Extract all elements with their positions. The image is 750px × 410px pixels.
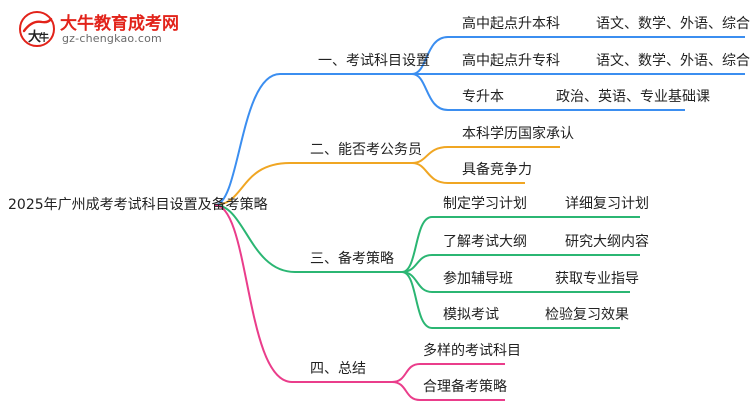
svg-text:牛: 牛 [39,31,49,44]
branch1-child3[interactable]: 专升本 [462,89,504,105]
connector-branch2-child2 [411,162,449,184]
branch2-child1[interactable]: 本科学历国家承认 [462,126,574,142]
connector-branch1-child3 [411,73,449,111]
branch4-child1[interactable]: 多样的考试科目 [423,343,521,359]
branch3-child2[interactable]: 了解考试大纲 [443,234,527,250]
branch-node-4[interactable]: 四、总结 [310,361,366,377]
branch3-child4[interactable]: 模拟考试 [443,307,499,323]
branch1-child3-detail[interactable]: 政治、英语、专业基础课 [556,89,710,105]
branch-node-2[interactable]: 二、能否考公务员 [310,142,422,158]
branch3-child3-detail[interactable]: 获取专业指导 [555,271,639,287]
site-logo[interactable]: 大 牛 大牛教育成考网 gz-chengkao.com [18,8,218,52]
branch3-child1-detail[interactable]: 详细复习计划 [565,196,649,212]
connector-branch3-child4 [401,271,433,329]
branch3-child2-detail[interactable]: 研究大纲内容 [565,234,649,250]
branch3-child4-detail[interactable]: 检验复习效果 [545,307,629,323]
connector-branch4-child1 [391,363,421,383]
branch4-child2[interactable]: 合理备考策略 [423,379,507,395]
branch1-child2-detail[interactable]: 语文、数学、外语、综合科目 [596,53,750,69]
branch1-child1-detail[interactable]: 语文、数学、外语、综合科目 [596,16,750,32]
logo-title: 大牛教育成考网 [60,14,179,34]
connector-root-branch3 [214,204,296,273]
logo-badge-icon: 大 牛 [19,11,55,47]
branch1-child1[interactable]: 高中起点升本科 [462,16,560,32]
branch3-child3[interactable]: 参加辅导班 [443,271,513,287]
connector-branch1-child1 [411,36,449,75]
connector-root-branch1 [214,73,281,206]
logo-url: gz-chengkao.com [62,32,162,45]
connector-branch3-child1 [401,216,433,273]
svg-text:大: 大 [28,29,41,45]
connector-root-branch4 [214,204,293,383]
branch1-child2[interactable]: 高中起点升专科 [462,53,560,69]
branch2-child2[interactable]: 具备竞争力 [462,162,532,178]
root-node[interactable]: 2025年广州成考考试科目设置及备考策略 [8,197,268,213]
connector-root-branch2 [214,162,291,206]
branch-node-1[interactable]: 一、考试科目设置 [318,53,430,69]
branch-node-3[interactable]: 三、备考策略 [310,251,394,267]
branch3-child1[interactable]: 制定学习计划 [443,196,527,212]
connector-branch4-child2 [391,381,421,401]
